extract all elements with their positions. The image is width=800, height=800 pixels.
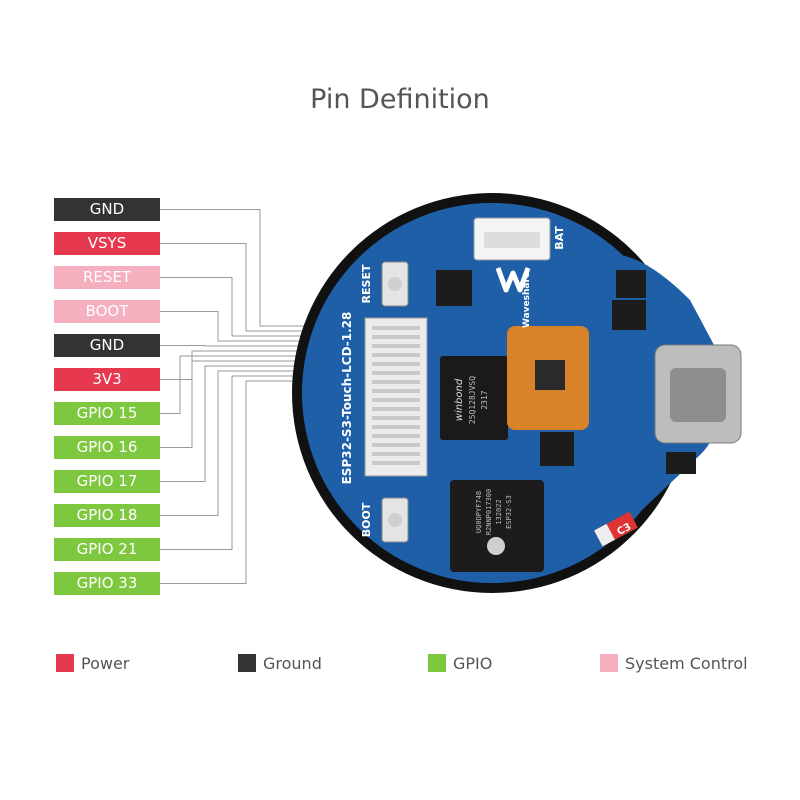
pin-label-gnd: GND (54, 198, 160, 221)
pin-label-vsys: VSYS (54, 232, 160, 255)
pin-connector-line (160, 365, 368, 482)
flash-chip (440, 356, 508, 440)
pin-connector-line (160, 311, 368, 342)
pin-label-gpio-21: GPIO 21 (54, 538, 160, 561)
fpc-pin (372, 407, 420, 411)
pin-label-gpio-17: GPIO 17 (54, 470, 160, 493)
page-title: Pin Definition (310, 84, 490, 115)
pin-label-gnd: GND (54, 334, 160, 357)
legend-item-system: System Control (600, 653, 748, 673)
fpc-pin (372, 443, 420, 447)
legend-label-power: Power (81, 653, 130, 673)
pin-connector-line (160, 360, 368, 448)
legend-label-gpio: GPIO (453, 653, 493, 673)
fpc-pin (372, 353, 420, 357)
fpc-pin (372, 362, 420, 366)
mcu-text-4: ESP32-S3 (505, 495, 513, 529)
fpc-pin (372, 452, 420, 456)
fpc-pin (372, 344, 420, 348)
flash-brand-text: winbond (454, 378, 465, 421)
flash-code-text: 2317 (480, 390, 489, 409)
fpc-pin (372, 335, 420, 339)
legend-item-ground: Ground (238, 653, 322, 673)
board-name-text: ESP32-S3-Touch-LCD-1.28 (340, 312, 354, 485)
fpc-pin (372, 416, 420, 420)
bat-silk-label: BAT (553, 226, 566, 250)
esp32-s3-chip (450, 480, 544, 572)
pin-label-gpio-15: GPIO 15 (54, 402, 160, 425)
fpc-pin (372, 389, 420, 393)
boot-silk-label: BOOT (360, 502, 373, 537)
pin-label-reset: RESET (54, 266, 160, 289)
brand-silk-label: Waveshare (522, 272, 532, 328)
legend-item-power: Power (56, 653, 130, 673)
pin-label-3v3: 3V3 (54, 368, 160, 391)
mcu-text-3: 132022 (495, 499, 503, 524)
fpc-pin (372, 461, 420, 465)
legend-swatch-power (56, 654, 74, 672)
fpc-pin (372, 434, 420, 438)
legend-label-system: System Control (625, 653, 748, 673)
fpc-pin (372, 371, 420, 375)
mcu-text-1: UQ0DPYF748 (475, 491, 483, 533)
pin-label-gpio-16: GPIO 16 (54, 436, 160, 459)
espressif-logo-icon (487, 537, 505, 555)
pin-label-gpio-33: GPIO 33 (54, 572, 160, 595)
fpc-pin (372, 425, 420, 429)
flash-part-text: 25Q128JVSQ (468, 376, 477, 424)
legend-item-gpio: GPIO (428, 653, 493, 673)
legend-swatch-gpio (428, 654, 446, 672)
pin-connector-line (160, 370, 368, 516)
fpc-pin (372, 380, 420, 384)
pin-label-gpio-18: GPIO 18 (54, 504, 160, 527)
legend-swatch-system (600, 654, 618, 672)
pin-connector-line (160, 277, 368, 337)
waveshare-logo-icon (495, 267, 531, 293)
fpc-pin (372, 326, 420, 330)
legend-label-ground: Ground (263, 653, 322, 673)
pin-connector-line (160, 355, 368, 414)
fpc-pin (372, 398, 420, 402)
pin-connector-line (160, 345, 368, 347)
reset-silk-label: RESET (360, 264, 373, 303)
mcu-text-2: R2NNP017300 (485, 489, 493, 535)
pin-label-boot: BOOT (54, 300, 160, 323)
legend-swatch-ground (238, 654, 256, 672)
